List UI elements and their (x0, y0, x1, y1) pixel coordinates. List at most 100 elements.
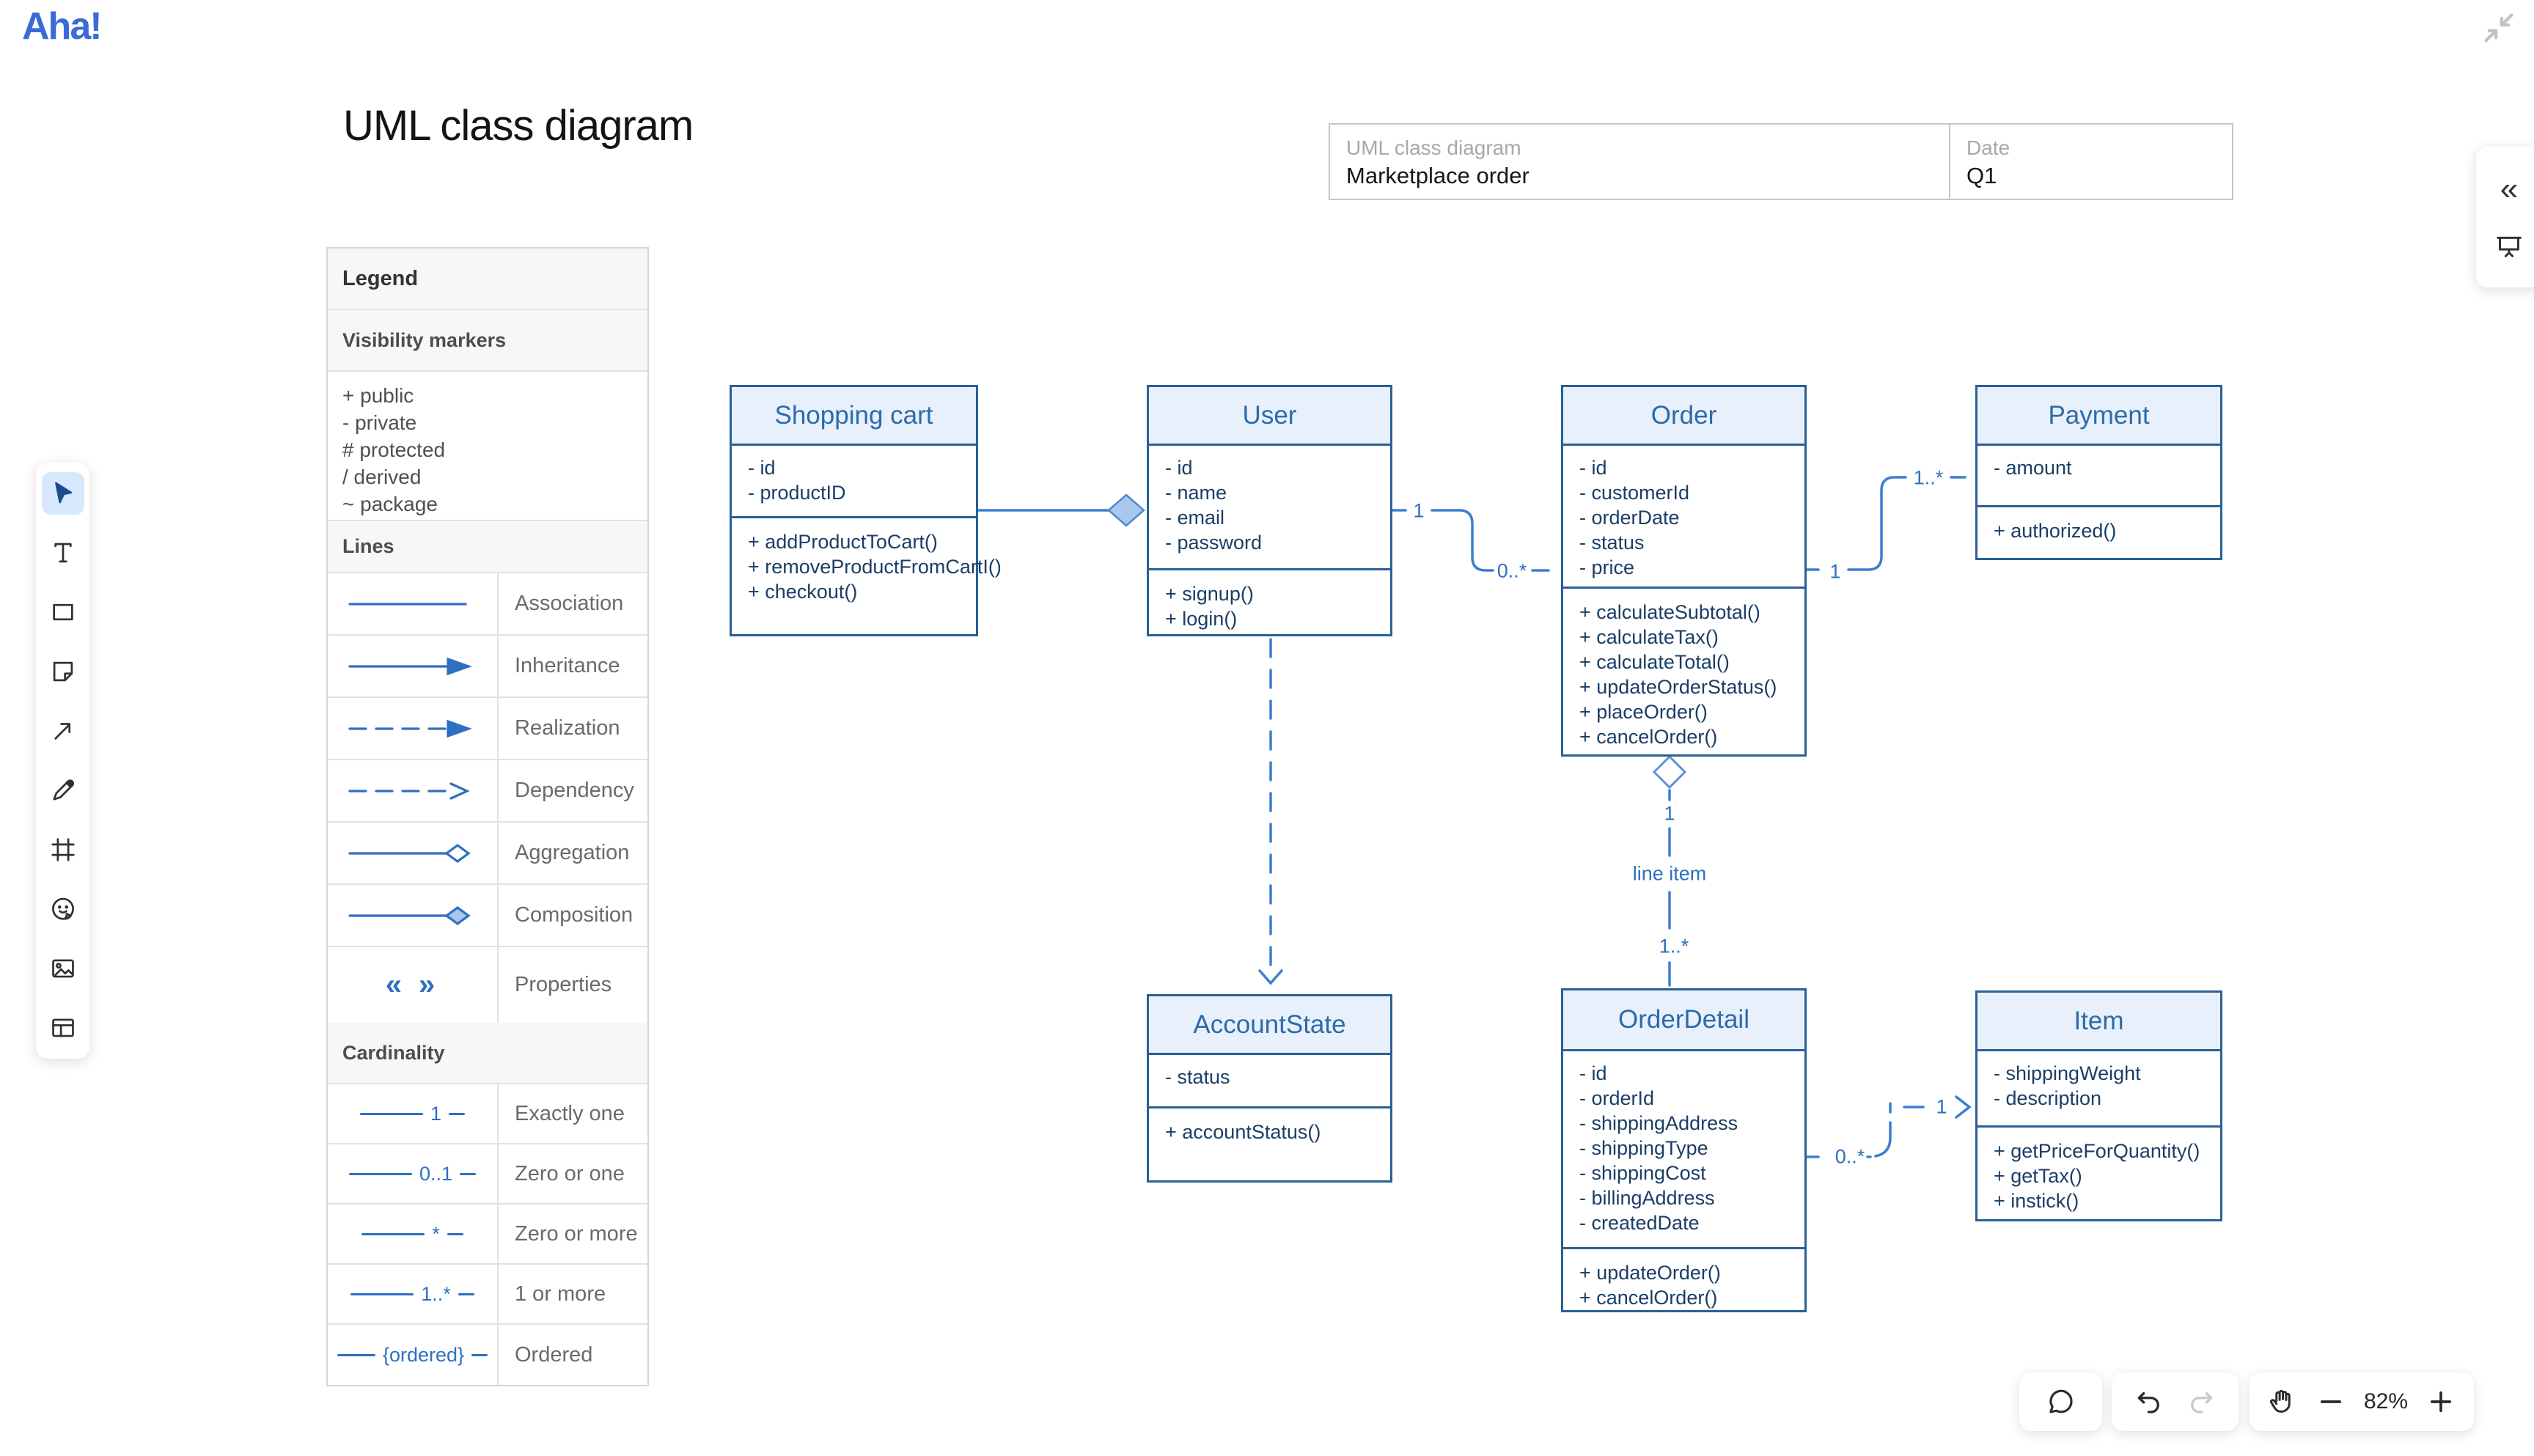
class-attribute: - shippingType (1579, 1137, 1708, 1159)
zoom-in-icon[interactable] (2425, 1386, 2456, 1417)
class-method: + addProductToCart() (748, 531, 938, 553)
sticky-icon (53, 661, 73, 682)
diagram-meta-box[interactable]: UML class diagram Marketplace order Date… (1329, 123, 2233, 200)
class-attribute: - createdDate (1579, 1212, 1700, 1234)
class-method: + cancelOrder() (1579, 1287, 1718, 1309)
legend-line-label: Association (497, 573, 647, 634)
class-title: AccountState (1149, 996, 1390, 1055)
legend-line-row-aggregation: Aggregation (328, 823, 647, 885)
class-method: + login() (1165, 608, 1238, 630)
class-attribute: - shippingAddress (1579, 1112, 1738, 1134)
legend-line-label: Dependency (497, 760, 647, 821)
pan-hand-icon[interactable] (2267, 1386, 2298, 1417)
presentation-icon[interactable] (2494, 232, 2524, 261)
properties-symbol: « » (385, 968, 440, 1001)
cursor-icon (54, 482, 72, 504)
connector-user-accountstate[interactable] (1258, 638, 1283, 985)
diagram-name-value[interactable]: Marketplace order (1346, 163, 1529, 188)
class-attribute: - orderDate (1579, 507, 1680, 529)
pen-icon (52, 779, 74, 801)
class-title-text: AccountState (1193, 1010, 1346, 1039)
legend-cardinality-label: Exactly one (497, 1084, 647, 1143)
diagram-date-field[interactable]: Date Q1 (1949, 125, 2232, 199)
class-method: + accountStatus() (1165, 1121, 1321, 1143)
frame-icon (51, 838, 75, 861)
class-item[interactable]: Item- shippingWeight- description+ getPr… (1975, 990, 2222, 1221)
class-shopping-cart[interactable]: Shopping cart - id - productID + addProduct… (730, 385, 1002, 636)
class-method: + calculateTax() (1579, 626, 1719, 648)
class-attribute: - billingAddress (1579, 1187, 1715, 1209)
class-attribute: - productID (748, 482, 846, 504)
legend-line-row-dependency: Dependency (328, 760, 647, 823)
toolbar-connector-button[interactable] (42, 710, 84, 752)
comment-icon[interactable] (2046, 1386, 2076, 1417)
shape-icon (52, 603, 73, 621)
class-attribute: - amount (1994, 457, 2072, 479)
class-attribute: - customerId (1579, 482, 1690, 504)
diagram-date-value[interactable]: Q1 (1966, 163, 1997, 188)
legend-cardinality-row: 1..*1 or more (328, 1265, 647, 1325)
legend-line-row-inheritance: Inheritance (328, 636, 647, 698)
toolbar-sticker-button[interactable] (42, 888, 84, 930)
toolbar-pen-button[interactable] (42, 769, 84, 812)
multiplicity-label: 0..* (1496, 559, 1527, 582)
class-title: Order (1563, 387, 1804, 446)
toolbar-text-button[interactable] (42, 532, 84, 574)
class-title-text: User (1242, 400, 1297, 430)
template-icon (51, 1018, 74, 1037)
toolbar-frame-button[interactable] (42, 828, 84, 871)
class-attributes: - shippingWeight- description (1977, 1051, 2220, 1128)
class-attribute: - name (1165, 482, 1227, 504)
class-methods: + authorized() (1977, 507, 2220, 558)
cardinality-symbol: 1 (430, 1102, 442, 1125)
legend-line-label: Composition (497, 885, 647, 946)
toolbar-shape-button[interactable] (42, 591, 84, 633)
class-payment[interactable]: Payment - amount + authorized() (1975, 385, 2222, 560)
class-order-detail[interactable]: OrderDetail- id- orderId- shippingAddres… (1561, 988, 1807, 1312)
class-method: + calculateTotal() (1579, 651, 1730, 673)
class-attributes: - status (1149, 1055, 1390, 1108)
redo-icon[interactable] (2186, 1386, 2217, 1417)
zoom-out-icon[interactable] (2316, 1386, 2346, 1417)
class-attribute: - id (748, 457, 776, 479)
connector-order-payment[interactable] (1805, 476, 1966, 571)
zoom-controls: 82% (2250, 1372, 2474, 1431)
visibility-marker-item: ~ package (342, 493, 438, 515)
collapse-panel-icon[interactable]: « (2500, 171, 2519, 207)
class-user[interactable]: User- id- name- email- password+ signup(… (1147, 385, 1392, 636)
class-attribute: - id (1579, 457, 1607, 479)
class-attribute: - price (1579, 556, 1635, 578)
toolbar-template-button[interactable] (42, 1007, 84, 1049)
legend-cardinality-label: Zero or one (497, 1144, 647, 1203)
class-title-text: Shopping cart (774, 400, 933, 430)
class-attribute: - email (1165, 507, 1225, 529)
drawing-toolbar (36, 463, 89, 1059)
class-order[interactable]: Order- id- customerId- orderDate- status… (1561, 385, 1807, 757)
page-title[interactable]: UML class diagram (343, 102, 694, 150)
diagram-name-field[interactable]: UML class diagram Marketplace order (1330, 125, 1949, 199)
class-methods: + signup() + login() (1149, 570, 1390, 634)
undo-icon[interactable] (2134, 1386, 2164, 1417)
legend-cardinality-row: *Zero or more (328, 1205, 647, 1265)
toolbar-sticky-note-button[interactable] (42, 650, 84, 693)
class-attribute: - shippingCost (1579, 1162, 1706, 1184)
line-sample-association (328, 573, 497, 634)
legend-line-label: Aggregation (497, 823, 647, 883)
cardinality-sample: 1 (328, 1084, 497, 1143)
toolbar-select-button[interactable] (41, 472, 84, 515)
collapse-view-icon[interactable] (2480, 9, 2518, 47)
class-title: User (1149, 387, 1390, 446)
class-attributes: - id- name- email- password (1149, 446, 1390, 570)
class-account-state[interactable]: AccountState - status + accountStatus() (1147, 994, 1392, 1183)
multiplicity-label: 1 (1413, 499, 1425, 522)
class-title-text: Payment (2048, 400, 2150, 430)
connector-shoppingcart-user[interactable] (977, 493, 1145, 527)
toolbar-image-button[interactable] (42, 947, 84, 990)
legend-panel[interactable]: Legend Visibility markers + public- priv… (326, 247, 649, 1386)
class-method: + signup() (1165, 583, 1254, 605)
legend-line-row-properties: « »Properties (328, 947, 647, 1023)
visibility-marker-item: # protected (342, 438, 446, 461)
legend-cardinality-label: 1 or more (497, 1265, 647, 1323)
